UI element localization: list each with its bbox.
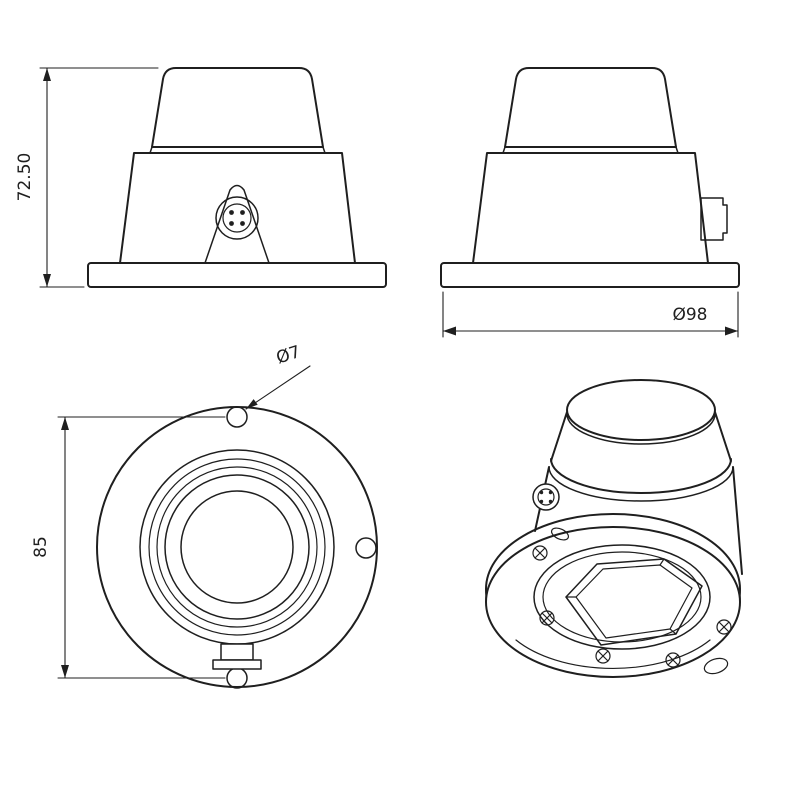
arrowhead [443, 326, 456, 336]
iso-hex-recess-outer [565, 558, 703, 646]
arrowhead [246, 399, 258, 409]
front-height-dimension: 72.50 [15, 67, 159, 288]
isometric-view [485, 379, 743, 678]
front-base-flange [87, 262, 387, 288]
iso-cone-base [550, 458, 732, 494]
screw-slot [667, 654, 679, 666]
arrowhead [61, 665, 69, 678]
connector-pin [539, 490, 544, 495]
iso-flange [485, 513, 741, 678]
lens-ring [164, 474, 310, 620]
front-lens-cone [151, 67, 324, 148]
dim-spacing-label: 85 [31, 536, 51, 558]
dim-hole-label: Ø7 [274, 342, 303, 369]
iso-body [532, 379, 743, 575]
iso-screws [532, 545, 732, 668]
iso-boss-ring-outer [533, 544, 711, 650]
lens-ring [148, 458, 326, 636]
dim-height-label: 72.50 [15, 153, 35, 202]
iso-dome-top [566, 379, 716, 441]
iso-body-step [548, 466, 734, 502]
connector-pin [229, 210, 234, 215]
arrowhead [43, 68, 51, 81]
iso-dome-side-left [550, 411, 568, 462]
screw [665, 652, 681, 668]
bottom-connector-body [220, 643, 254, 661]
screw-slot [597, 650, 609, 662]
front-connector-gusset [204, 184, 270, 264]
iso-dome-side-right [714, 411, 732, 462]
mounting-hole-top [226, 406, 248, 428]
screw-slot [534, 547, 546, 559]
connector-pin [240, 210, 245, 215]
screw [532, 545, 548, 561]
lens-inner [180, 490, 294, 604]
lens-ring [139, 449, 335, 645]
front-rim-edge-right [322, 146, 326, 154]
screw [595, 648, 611, 664]
connector-pin [548, 490, 553, 495]
hole-diameter-leader: Ø7 [245, 342, 311, 410]
mounting-hole-bottom [226, 667, 248, 689]
iso-flange-chamfer [515, 639, 711, 670]
iso-body-side-right [732, 466, 743, 575]
side-base-flange [440, 262, 740, 288]
front-rim-edge-left [149, 146, 153, 154]
front-connector-inner [222, 203, 252, 233]
bottom-connector-base [212, 659, 262, 670]
front-body [119, 152, 356, 264]
iso-connector-inner [537, 488, 555, 506]
side-rim-edge-right [675, 146, 679, 154]
screw-slot [718, 621, 730, 633]
lens-ring [156, 466, 318, 628]
iso-hex-recess-inner [575, 564, 693, 639]
front-connector-outer [215, 196, 259, 240]
iso-connector-outer [532, 483, 560, 511]
connector-pin [229, 221, 234, 226]
bottom-view: Ø7 85 [31, 342, 378, 689]
screw [716, 619, 732, 635]
iso-dome-rim [566, 413, 716, 445]
side-lens-cone [504, 67, 677, 148]
arrowhead [61, 417, 69, 430]
iso-hex-edge [659, 558, 665, 566]
arrowhead [725, 326, 738, 336]
arrowhead [43, 274, 51, 287]
screw-slot [541, 612, 553, 624]
side-connector-block [700, 197, 728, 241]
connector-pin [539, 499, 544, 504]
connector-pin [548, 499, 553, 504]
side-rim-edge-left [502, 146, 506, 154]
side-body [472, 152, 709, 264]
mounting-hole-right [355, 537, 377, 559]
screw [539, 610, 555, 626]
iso-flange-face [485, 526, 741, 678]
dim-diameter-label: Ø98 [672, 305, 707, 325]
side-view: Ø98 [440, 67, 740, 338]
iso-slot-hole [703, 657, 729, 675]
front-view: 72.50 [15, 67, 387, 288]
iso-slot-hole [550, 527, 570, 541]
connector-pin [240, 221, 245, 226]
side-diameter-dimension: Ø98 [442, 291, 739, 338]
iso-hex-edge [669, 628, 677, 635]
hole-spacing-dimension: 85 [31, 416, 226, 679]
